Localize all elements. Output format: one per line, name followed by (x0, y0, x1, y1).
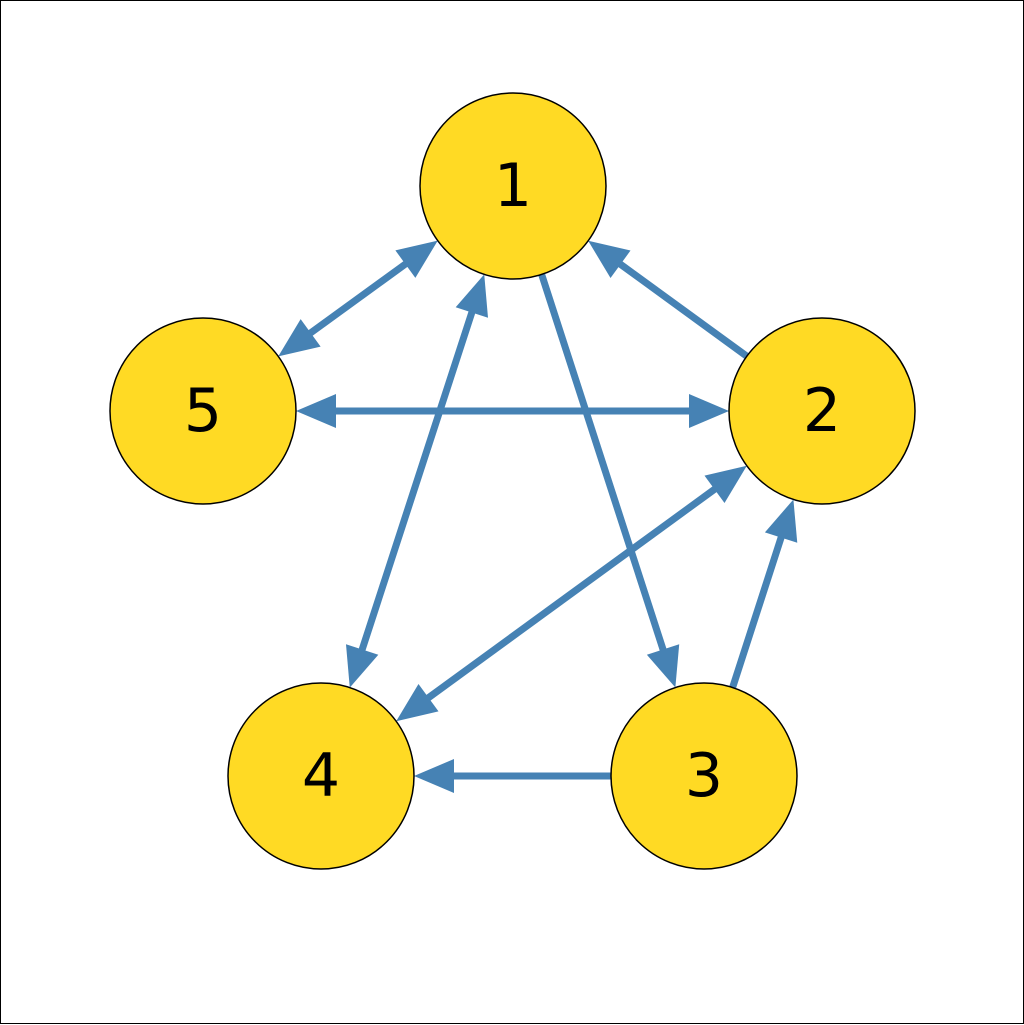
node-5: 5 (109, 317, 297, 505)
arrowhead-to-2 (704, 465, 747, 504)
node-circle (610, 682, 798, 870)
edge-3-4 (414, 759, 611, 793)
node-4: 4 (227, 682, 415, 870)
arrowhead-to-5 (278, 319, 321, 357)
edge-3-2 (729, 499, 798, 689)
edge-line (358, 309, 476, 653)
arrowhead-to-4 (345, 644, 379, 688)
arrowhead-to-5 (296, 394, 336, 428)
edge-1-3 (538, 273, 680, 688)
edge-2-1 (588, 240, 749, 360)
node-circle (728, 317, 916, 505)
edge-1-4 (345, 274, 489, 688)
node-circle (419, 92, 607, 280)
edge-line (616, 260, 749, 360)
edges-layer (278, 240, 798, 793)
edge-line (306, 260, 410, 337)
arrowhead-to-3 (646, 644, 680, 688)
edge-line (729, 534, 786, 689)
arrowhead-to-4 (396, 683, 439, 722)
node-label: 1 (494, 151, 532, 221)
nodes-layer: 1 2 3 4 5 (109, 92, 916, 870)
edge-line (538, 273, 667, 653)
node-label: 2 (803, 376, 841, 446)
node-label: 3 (685, 741, 723, 811)
edge-2-4 (396, 465, 747, 722)
arrowhead-to-1 (588, 240, 631, 279)
arrowhead-to-1 (455, 274, 489, 318)
node-1: 1 (419, 92, 607, 280)
edge-1-5 (278, 240, 438, 357)
edge-line (424, 485, 719, 702)
arrowhead-to-2 (689, 394, 729, 428)
node-label: 5 (184, 376, 222, 446)
arrowhead-to-1 (395, 240, 438, 278)
node-3: 3 (610, 682, 798, 870)
node-circle (227, 682, 415, 870)
node-label: 4 (302, 741, 340, 811)
node-2: 2 (728, 317, 916, 505)
edge-5-2 (296, 394, 729, 428)
arrowhead-to-4 (414, 759, 454, 793)
arrowhead-to-2 (764, 499, 798, 543)
node-circle (109, 317, 297, 505)
